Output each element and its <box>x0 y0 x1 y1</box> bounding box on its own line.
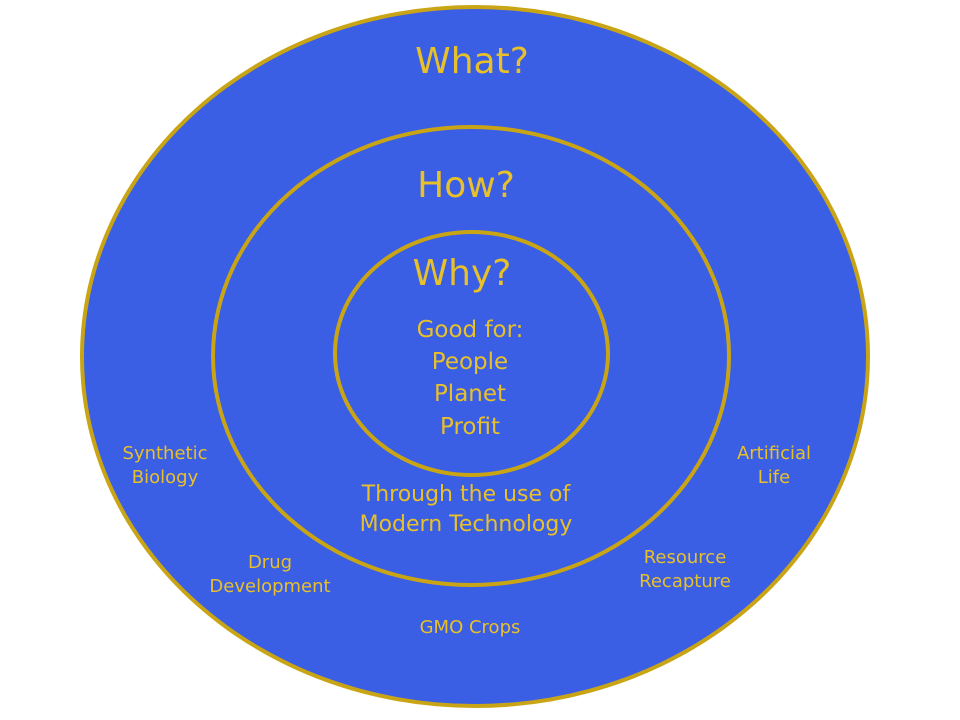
example-artificial-life: Artificial Life <box>736 443 812 489</box>
why-description: Good for: People Planet Profit <box>416 317 524 440</box>
example-drug-development: Drug Development <box>209 552 331 598</box>
example-gmo-crops: GMO Crops <box>419 617 521 638</box>
how-heading: How? <box>417 165 515 206</box>
why-heading: Why? <box>412 253 512 294</box>
what-heading: What? <box>415 41 529 82</box>
inner-circle-why <box>333 230 610 477</box>
how-description: Through the use of Modern Technology <box>359 482 573 537</box>
example-resource-recapture: Resource Recapture <box>639 547 731 593</box>
example-synthetic-biology: Synthetic Biology <box>122 443 208 489</box>
